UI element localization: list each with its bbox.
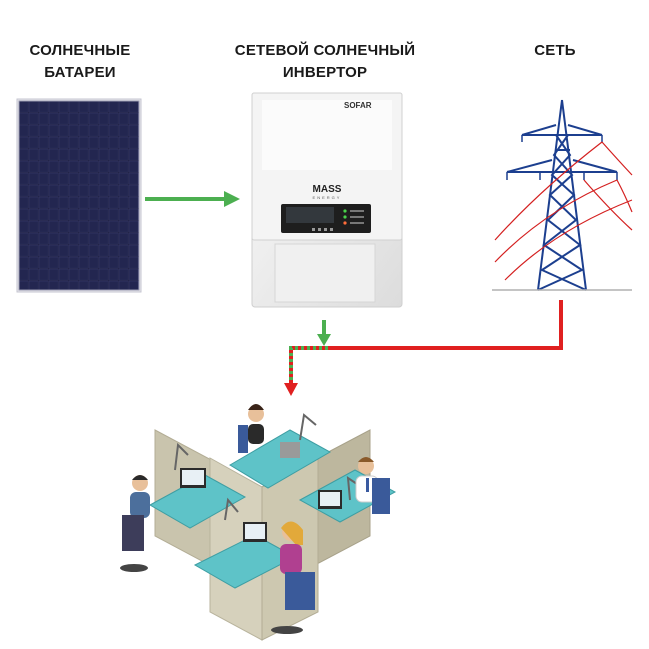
grid-to-load-line [328,300,563,350]
inverter-device: SOFAR MASS ENERGY [251,92,403,308]
power-tower [506,99,618,291]
worker-top [238,404,264,453]
inverter-brand-sub: ENERGY [313,195,342,200]
inverter-label: СЕТЕВОЙ СОЛНЕЧНЫЙ ИНВЕРТОР [234,42,416,81]
office-workstations [120,404,397,641]
solar-panels-label: СОЛНЕЧНЫЕ БАТАРЕИ [29,42,131,81]
inverter-brand-front: MASS [313,184,342,195]
solar-panel [16,98,142,293]
grid-label: СЕТЬ [534,42,576,59]
worker-right [355,457,390,514]
combined-feed-line [284,346,328,396]
power-lines [494,141,633,281]
inverter-display-panel [281,204,371,233]
worker-left [120,475,150,572]
solar-to-inverter-arrow [145,191,240,207]
inverter-brand-top: SOFAR [344,101,372,110]
worker-bottom [271,521,315,634]
inverter-to-load-arrow [317,320,331,346]
